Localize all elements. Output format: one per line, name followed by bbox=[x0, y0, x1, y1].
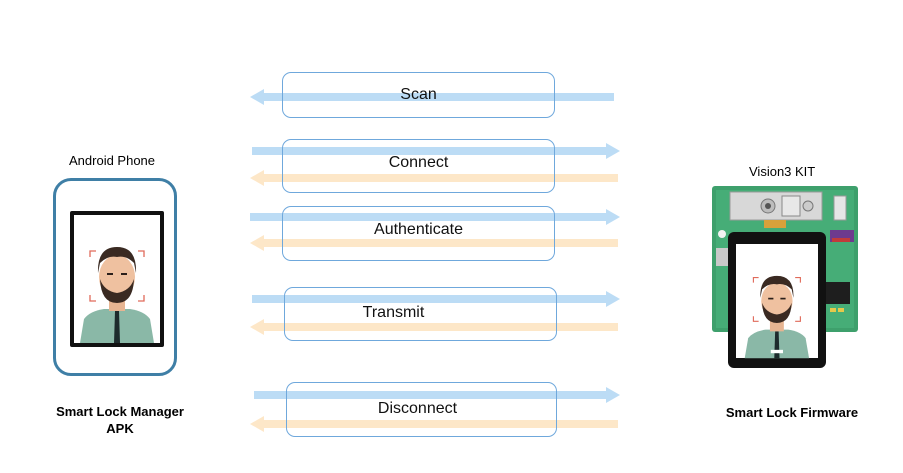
step-disconnect: Disconnect bbox=[286, 382, 557, 437]
step-transmit-label: Transmit bbox=[362, 304, 425, 321]
face-avatar-icon bbox=[74, 215, 160, 343]
step-scan: Scan bbox=[282, 72, 555, 118]
step-authenticate-label: Authenticate bbox=[374, 221, 463, 238]
step-authenticate: Authenticate bbox=[282, 206, 555, 261]
disconnect-arrow-right bbox=[254, 387, 620, 403]
step-scan-label: Scan bbox=[400, 86, 437, 103]
step-disconnect-label: Disconnect bbox=[377, 400, 458, 417]
step-connect-label: Connect bbox=[388, 154, 449, 171]
authenticate-arrow-right bbox=[250, 209, 620, 225]
step-transmit: Transmit bbox=[284, 287, 557, 341]
connect-arrow-left bbox=[250, 170, 618, 186]
transmit-arrow-right bbox=[252, 291, 620, 307]
phone-caption: Smart Lock Manager APK bbox=[40, 403, 200, 437]
scan-arrow-left bbox=[250, 89, 614, 105]
authenticate-arrow-left bbox=[250, 235, 618, 251]
step-connect: Connect bbox=[282, 139, 555, 193]
connect-arrow-right bbox=[252, 143, 620, 159]
phone-screen bbox=[70, 211, 164, 347]
phone-title: Android Phone bbox=[69, 153, 156, 168]
phone-caption-line2: APK bbox=[106, 421, 134, 436]
vision3-kit-board bbox=[712, 186, 858, 370]
transmit-arrow-left bbox=[250, 319, 618, 335]
kit-caption: Smart Lock Firmware bbox=[725, 405, 859, 420]
phone-caption-line1: Smart Lock Manager bbox=[56, 404, 184, 419]
android-phone bbox=[53, 178, 177, 376]
disconnect-arrow-left bbox=[250, 416, 618, 432]
circuit-board-icon bbox=[712, 186, 858, 368]
kit-title: Vision3 KIT bbox=[749, 164, 816, 179]
